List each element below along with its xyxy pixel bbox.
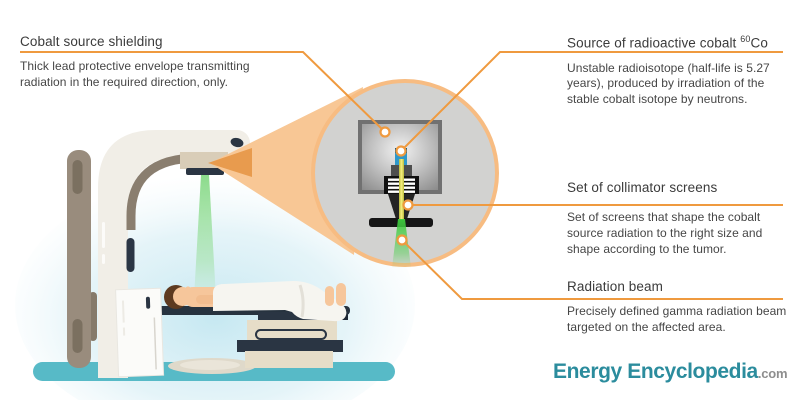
callout-label-beam: Radiation beam Precisely defined gamma r… [567, 279, 800, 336]
couch-base-slot [255, 329, 327, 340]
callout-line-source [400, 51, 783, 152]
cabinet-indicator [145, 296, 151, 309]
patient [164, 281, 347, 322]
gantry-highlight-2 [102, 254, 105, 264]
callout-label-shielding: Cobalt source shielding Thick lead prote… [20, 34, 305, 91]
cabinet-seam [153, 317, 157, 370]
patient-foot-left [325, 286, 334, 306]
treatment-head-bar [186, 168, 224, 175]
cabinet-vent-2 [122, 327, 126, 336]
patient-blanket-fold [298, 284, 305, 318]
patient-head [173, 287, 192, 306]
zoom-fan-dark [208, 148, 252, 177]
callout-title-beam: Radiation beam [567, 279, 663, 294]
patient-nose [185, 286, 191, 292]
callout-marker-collimator-icon [402, 199, 414, 211]
main-radiation-beam [194, 175, 216, 298]
gantry-head-window [230, 137, 244, 148]
callout-line-beam [401, 239, 783, 300]
couch-base-mid [237, 340, 343, 352]
wall-panel [67, 150, 97, 368]
callout-title-collimator: Set of collimator screens [567, 180, 718, 195]
wall-panel-body [67, 150, 91, 368]
wall-panel-slot-top [72, 160, 83, 194]
callout-desc-shielding: Thick lead protective envelope transmitt… [20, 59, 250, 89]
callout-title-source-post: Co [750, 35, 768, 51]
gantry-highlight [102, 222, 105, 248]
callout-desc-beam: Precisely defined gamma radiation beam t… [567, 304, 787, 334]
patient-foot-right [336, 283, 346, 306]
callout-marker-source-icon [395, 145, 407, 157]
control-cabinet [115, 287, 165, 378]
callout-markers [379, 126, 414, 246]
callout-title-source-pre: Source of radioactive cobalt [567, 35, 741, 51]
callout-title-source-sup: 60 [740, 34, 751, 44]
cabinet-vent-1 [121, 300, 125, 323]
callout-desc-collimator: Set of screens that shape the cobalt sou… [567, 210, 763, 256]
energy-encyclopedia-logo[interactable]: Energy Encyclopedia.com [553, 360, 788, 384]
logo-brand-text: Energy Encyclopedia [553, 360, 758, 383]
couch-base-bottom [245, 351, 333, 368]
callout-title-shielding: Cobalt source shielding [20, 34, 163, 49]
magnifier-circle [311, 79, 499, 268]
callout-desc-source: Unstable radioisotope (half-life is 5.27… [567, 60, 770, 107]
source-beam-yellow [399, 159, 404, 220]
callout-title-source: Source of radioactive cobalt 60Co [567, 34, 799, 51]
wall-panel-slot-bottom [72, 319, 83, 353]
callout-label-source: Source of radioactive cobalt 60Co Unstab… [567, 34, 799, 108]
logo-suffix-text: .com [757, 366, 788, 381]
gantry-handle [126, 238, 135, 272]
callout-marker-beam-icon [396, 234, 408, 246]
callout-lines [20, 51, 783, 300]
callout-line-shielding [20, 51, 386, 133]
callout-label-collimator: Set of collimator screens Set of screens… [567, 180, 799, 258]
cabinet-body [115, 287, 165, 378]
patient-blanket [213, 281, 347, 322]
callout-marker-shielding-icon [379, 126, 391, 138]
floor-shadow-inner [180, 360, 240, 370]
